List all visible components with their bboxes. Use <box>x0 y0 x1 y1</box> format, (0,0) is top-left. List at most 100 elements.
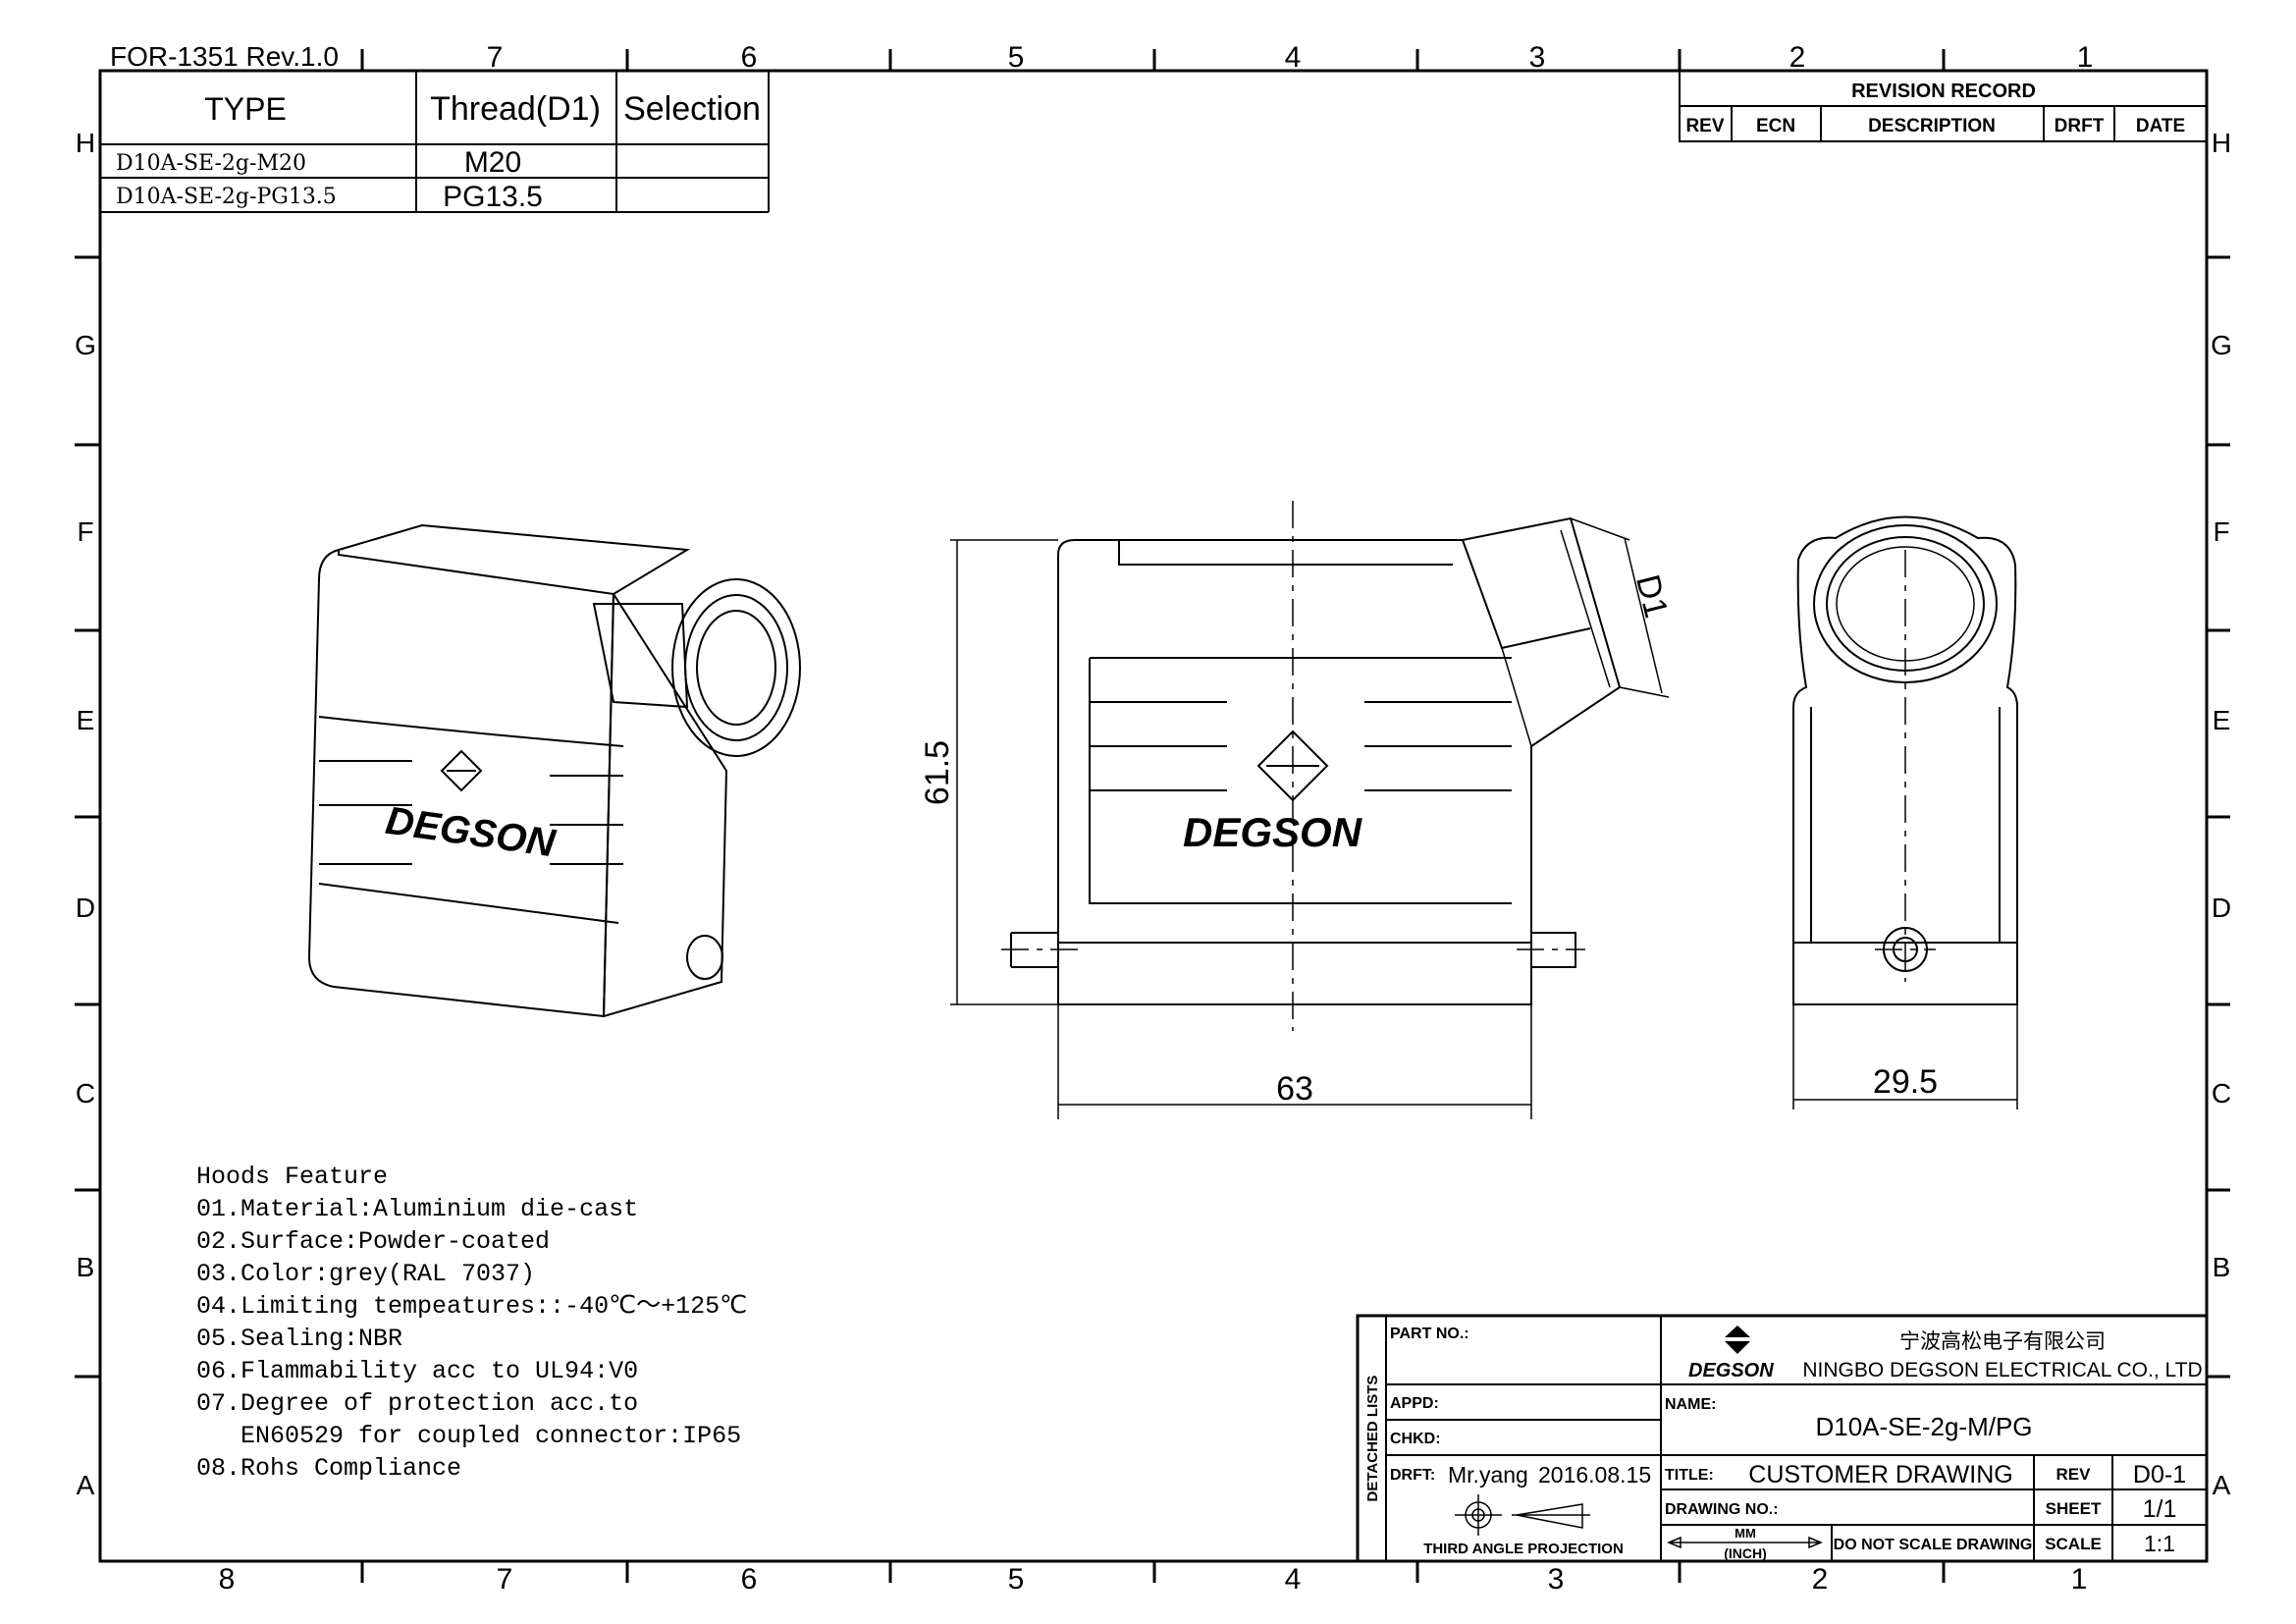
svg-text:DO NOT SCALE DRAWING: DO NOT SCALE DRAWING <box>1834 1537 2033 1553</box>
zone-labels-left: H G F E D C B A <box>75 128 96 1500</box>
svg-text:DETACHED LISTS: DETACHED LISTS <box>1364 1376 1381 1502</box>
thread-dimension: D1 <box>1629 571 1675 622</box>
svg-text:06.Flammability acc to UL94:V0: 06.Flammability acc to UL94:V0 <box>196 1357 638 1385</box>
zone-labels-bottom: 8 7 6 5 4 3 2 1 <box>219 1563 2088 1596</box>
svg-text:3: 3 <box>1548 1563 1565 1596</box>
svg-text:D0-1: D0-1 <box>2133 1461 2186 1489</box>
svg-text:REV: REV <box>2056 1465 2092 1484</box>
zone-labels-top: 7 6 5 4 3 2 1 <box>487 41 2094 74</box>
svg-text:H: H <box>2212 128 2231 158</box>
svg-text:C: C <box>2212 1078 2231 1109</box>
svg-text:2016.08.15: 2016.08.15 <box>1538 1462 1651 1488</box>
svg-text:02.Surface:Powder-coated: 02.Surface:Powder-coated <box>196 1227 550 1256</box>
svg-text:CHKD:: CHKD: <box>1390 1431 1441 1447</box>
svg-text:3: 3 <box>1529 41 1546 74</box>
svg-text:2: 2 <box>1812 1563 1829 1596</box>
svg-text:REV: REV <box>1685 116 1724 136</box>
svg-text:(INCH): (INCH) <box>1724 1545 1767 1561</box>
svg-text:SCALE: SCALE <box>2045 1535 2102 1553</box>
svg-text:6: 6 <box>741 41 758 74</box>
svg-text:E: E <box>2213 705 2231 735</box>
selection-header: Selection <box>623 90 761 128</box>
svg-text:H: H <box>76 128 95 158</box>
svg-text:6: 6 <box>741 1563 758 1596</box>
svg-text:Hoods Feature: Hoods Feature <box>196 1163 388 1191</box>
svg-text:DRFT: DRFT <box>2055 116 2105 136</box>
width-dimension: 63 <box>1276 1070 1313 1108</box>
svg-text:7: 7 <box>487 41 504 74</box>
svg-text:08.Rohs Compliance: 08.Rohs Compliance <box>196 1454 461 1483</box>
form-id: FOR-1351 Rev.1.0 <box>110 41 339 72</box>
logo-text: DEGSON <box>383 799 559 866</box>
svg-text:APPD:: APPD: <box>1390 1395 1439 1412</box>
svg-text:E: E <box>77 705 95 735</box>
svg-text:EN60529 for coupled connector:: EN60529 for coupled connector:IP65 <box>196 1422 741 1450</box>
svg-text:Mr.yang: Mr.yang <box>1448 1462 1528 1488</box>
revision-record: REVISION RECORD REV ECN DESCRIPTION DRFT… <box>1679 71 2207 142</box>
svg-text:1:1: 1:1 <box>2144 1531 2175 1556</box>
svg-text:A: A <box>77 1470 95 1500</box>
svg-text:G: G <box>2211 330 2232 360</box>
svg-text:7: 7 <box>497 1563 513 1596</box>
svg-text:NINGBO DEGSON ELECTRICAL CO.,: NINGBO DEGSON ELECTRICAL CO., LTD <box>1802 1359 2202 1381</box>
svg-text:05.Sealing:NBR: 05.Sealing:NBR <box>196 1325 402 1353</box>
thread-header: Thread(D1) <box>430 90 601 128</box>
type-header: TYPE <box>204 91 287 127</box>
third-angle-projection-icon <box>1455 1494 1590 1536</box>
svg-text:4: 4 <box>1285 1563 1302 1596</box>
svg-text:CUSTOMER DRAWING: CUSTOMER DRAWING <box>1748 1461 2012 1489</box>
svg-text:C: C <box>76 1078 95 1109</box>
svg-text:B: B <box>2213 1252 2231 1282</box>
side-view: 29.5 <box>1792 515 2018 1110</box>
svg-text:DRFT:: DRFT: <box>1390 1467 1435 1484</box>
svg-text:TITLE:: TITLE: <box>1665 1467 1714 1484</box>
svg-text:2: 2 <box>1789 41 1806 74</box>
svg-text:DATE: DATE <box>2136 116 2185 136</box>
type-table: TYPE Thread(D1) Selection D10A-SE-2g-M20… <box>100 71 770 213</box>
depth-dimension: 29.5 <box>1873 1063 1938 1101</box>
zone-labels-right: H G F E D C B A <box>2211 128 2232 1500</box>
thread-cell: PG13.5 <box>443 181 543 213</box>
svg-text:DEGSON: DEGSON <box>1688 1360 1774 1381</box>
svg-text:01.Material:Aluminium die-cast: 01.Material:Aluminium die-cast <box>196 1195 638 1223</box>
svg-text:5: 5 <box>1008 41 1025 74</box>
title-block: DETACHED LISTS PART NO.: APPD: CHKD: DRF… <box>1356 1314 2207 1561</box>
isometric-view: DEGSON <box>307 523 801 1018</box>
thread-cell: M20 <box>464 146 521 179</box>
svg-text:07.Degree of protection acc.to: 07.Degree of protection acc.to <box>196 1389 638 1418</box>
svg-text:PART NO.:: PART NO.: <box>1390 1326 1469 1342</box>
type-cell: D10A-SE-2g-M20 <box>116 151 306 176</box>
svg-text:ECN: ECN <box>1756 116 1795 136</box>
svg-text:B: B <box>77 1252 95 1282</box>
svg-text:D: D <box>2212 893 2231 923</box>
svg-text:DRAWING NO.:: DRAWING NO.: <box>1665 1501 1779 1518</box>
svg-text:F: F <box>77 516 93 547</box>
svg-text:03.Color:grey(RAL 7037): 03.Color:grey(RAL 7037) <box>196 1260 535 1288</box>
svg-text:8: 8 <box>219 1563 236 1596</box>
svg-text:NAME:: NAME: <box>1665 1396 1716 1413</box>
svg-text:A: A <box>2213 1470 2231 1500</box>
svg-text:5: 5 <box>1008 1563 1025 1596</box>
logo-text: DEGSON <box>1183 809 1363 855</box>
type-cell: D10A-SE-2g-PG13.5 <box>116 185 337 209</box>
svg-text:SHEET: SHEET <box>2046 1499 2102 1518</box>
svg-text:1: 1 <box>2071 1563 2088 1596</box>
front-view: DEGSON 61.5 63 D1 <box>919 501 1675 1119</box>
svg-text:DESCRIPTION: DESCRIPTION <box>1868 116 1996 136</box>
svg-text:1/1: 1/1 <box>2143 1495 2177 1523</box>
zone-ticks <box>75 49 2230 1583</box>
svg-text:1: 1 <box>2077 41 2094 74</box>
svg-text:宁波高松电子有限公司: 宁波高松电子有限公司 <box>1899 1330 2106 1353</box>
degson-logo-icon <box>1725 1326 1750 1354</box>
svg-text:REVISION RECORD: REVISION RECORD <box>1851 81 2036 102</box>
svg-text:MM: MM <box>1735 1526 1756 1541</box>
svg-text:04.Limiting tempeatures::-40℃～: 04.Limiting tempeatures::-40℃～+125℃ <box>196 1292 747 1321</box>
svg-text:D: D <box>76 893 95 923</box>
svg-text:D10A-SE-2g-M/PG: D10A-SE-2g-M/PG <box>1815 1412 2032 1441</box>
svg-text:F: F <box>2213 516 2229 547</box>
svg-text:G: G <box>75 330 96 360</box>
height-dimension: 61.5 <box>919 740 956 805</box>
svg-text:THIRD ANGLE PROJECTION: THIRD ANGLE PROJECTION <box>1423 1541 1624 1557</box>
svg-text:4: 4 <box>1285 41 1302 74</box>
